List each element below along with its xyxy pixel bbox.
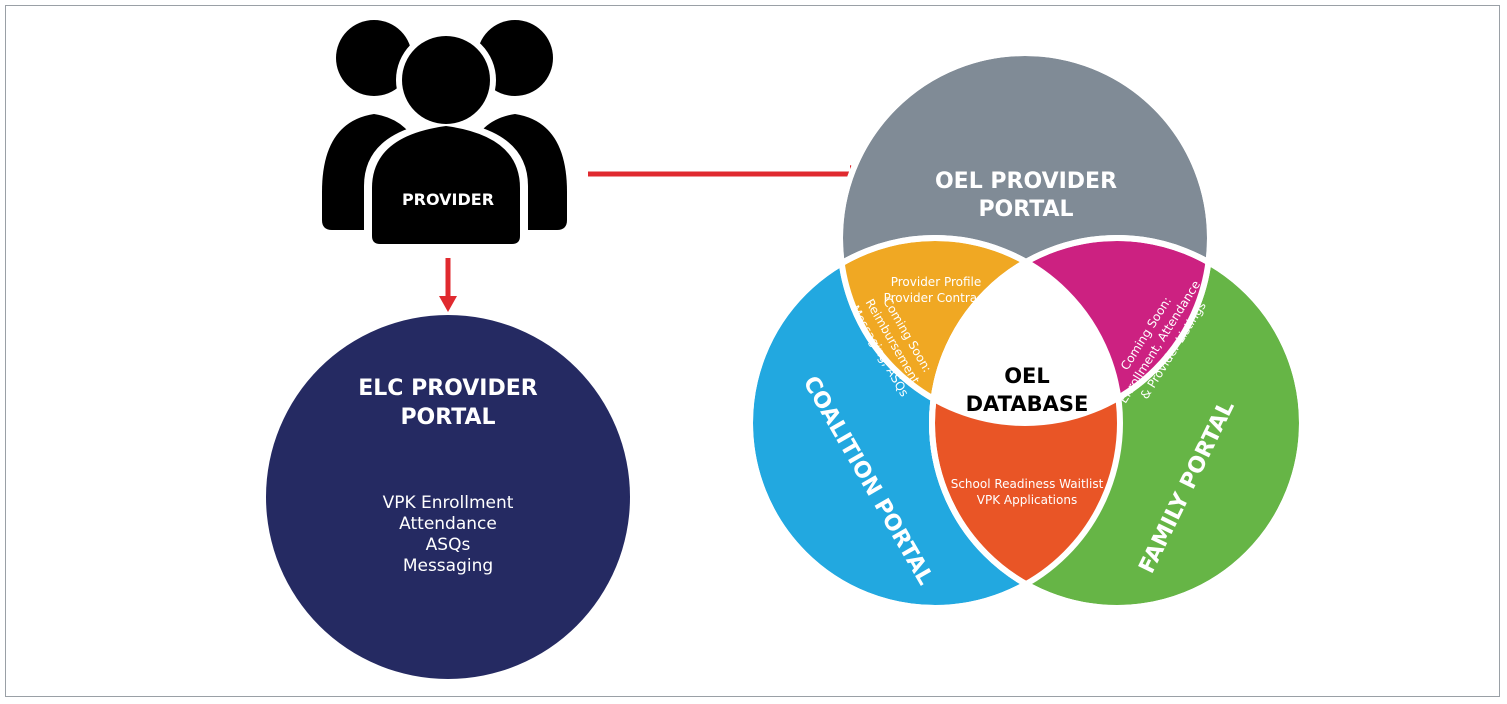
red-line1: School Readiness Waitlist (951, 477, 1104, 491)
orange-line2: Provider Contract (884, 291, 989, 305)
elc-item-messaging: Messaging (403, 556, 493, 576)
venn-diagram (747, 50, 1305, 611)
elc-item-asqs: ASQs (426, 535, 471, 555)
elc-item-vpk-enrollment: VPK Enrollment (383, 493, 514, 513)
oel-title-line1: OEL PROVIDER (935, 169, 1117, 194)
provider-icon (322, 20, 567, 246)
elc-title-line1: ELC PROVIDER (358, 376, 538, 401)
provider-label: PROVIDER (402, 190, 494, 209)
orange-line1: Provider Profile (891, 275, 982, 289)
elc-provider-portal-circle (266, 315, 630, 679)
database-line2: DATABASE (966, 392, 1089, 416)
red-line2: VPK Applications (977, 493, 1077, 507)
oel-title-line2: PORTAL (978, 197, 1073, 222)
elc-item-attendance: Attendance (399, 514, 497, 534)
elc-title-line2: PORTAL (400, 405, 495, 430)
database-line1: OEL (1004, 364, 1050, 388)
oel-database-center (932, 238, 1120, 423)
arrow-to-elc-portal-head (439, 296, 457, 312)
